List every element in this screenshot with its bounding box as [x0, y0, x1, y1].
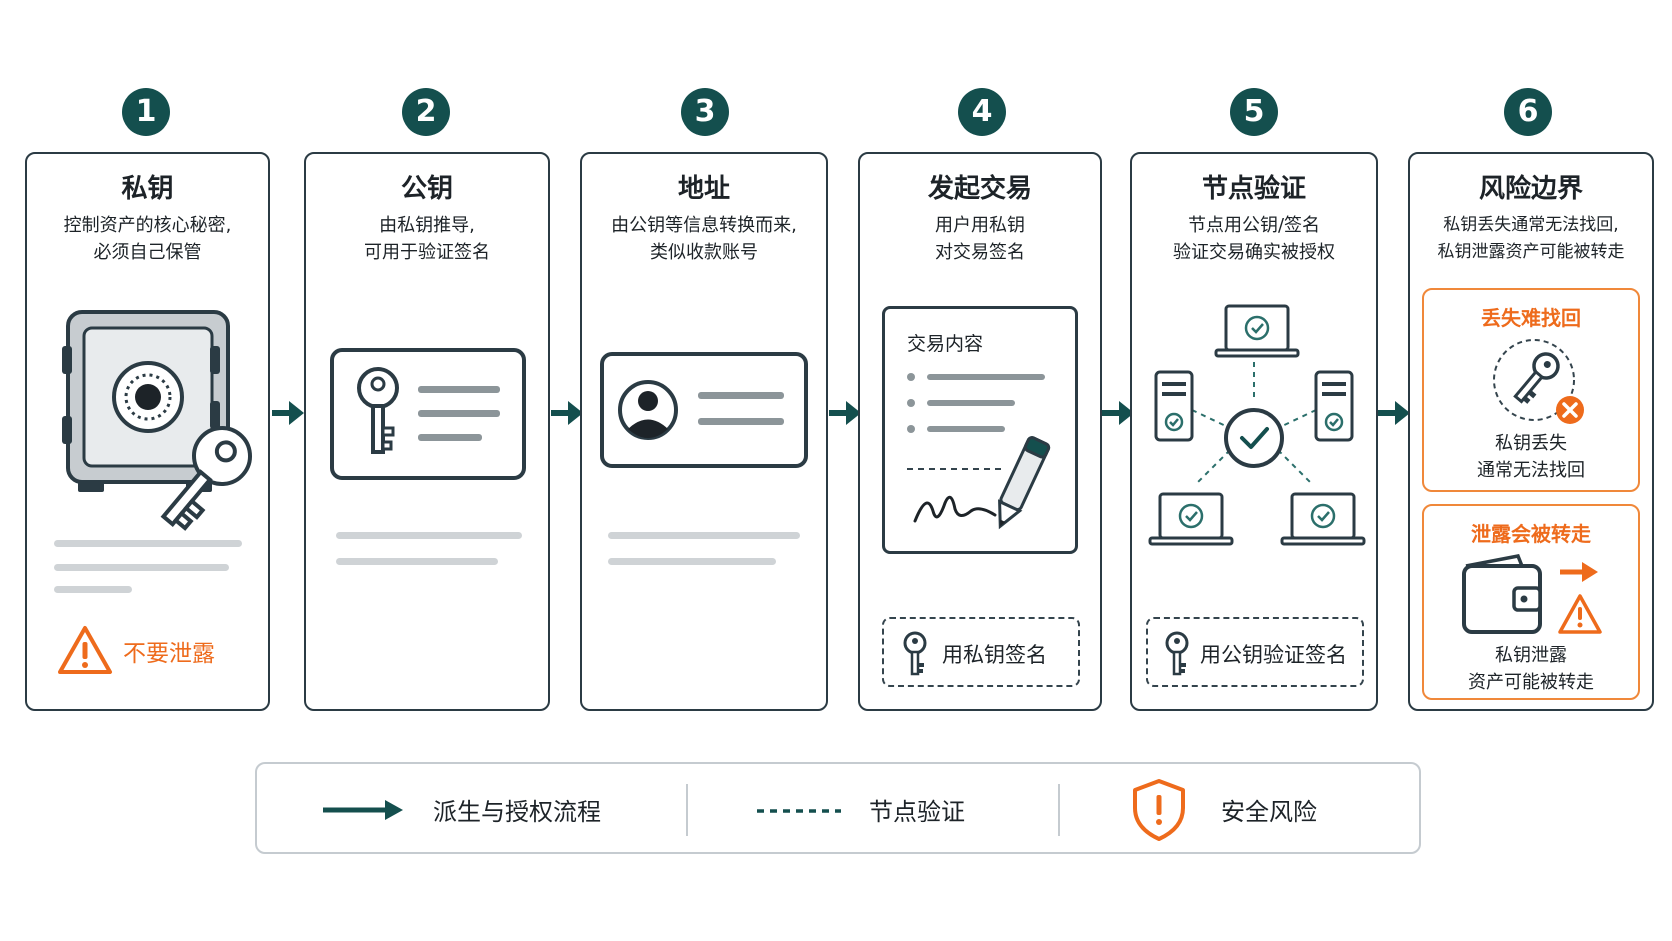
- shield-warning-icon: [1133, 779, 1185, 841]
- key-icon: [1513, 352, 1560, 404]
- step-number-5: 5: [1230, 88, 1278, 136]
- card-description: 由私钥推导, 可用于验证签名: [312, 212, 542, 266]
- transaction-document: 交易内容: [882, 306, 1078, 554]
- arrow-right-icon: [272, 401, 304, 425]
- card-title: 私钥: [121, 174, 174, 204]
- legend: 派生与授权流程 节点验证 安全风险: [255, 762, 1421, 854]
- legend-flow-label: 派生与授权流程: [433, 798, 601, 826]
- risk-lost-box: 丢失难找回 私钥丢失 通常无法找回: [1422, 288, 1640, 492]
- arrow-right-icon: [1378, 401, 1410, 425]
- arrow-right-icon: [1102, 401, 1134, 425]
- step-number-4: 4: [958, 88, 1006, 136]
- server-icon: [1154, 370, 1194, 442]
- desc-line-1: 由公钥等信息转换而来,: [611, 215, 797, 236]
- card-private-key: 私钥 控制资产的核心秘密, 必须自己保管 不要泄露: [25, 152, 270, 711]
- warning-icon: [1558, 594, 1602, 634]
- server-icon: [1314, 370, 1354, 442]
- arrow-right-icon: [551, 401, 583, 425]
- legend-flow-arrow-icon: [323, 800, 403, 820]
- desc-line-1: 由私钥推导,: [379, 215, 475, 236]
- sign-label: 用私钥签名: [942, 643, 1047, 667]
- legend-verify-label: 节点验证: [869, 798, 965, 826]
- risk-leak-desc: 私钥泄露 资产可能被转走: [1424, 642, 1638, 696]
- key-icon: [160, 426, 252, 531]
- card-description: 节点用公钥/签名 验证交易确实被授权: [1138, 212, 1370, 266]
- desc-line-2: 必须自己保管: [93, 242, 202, 263]
- card-risk-boundary: 风险边界 私钥丢失通常无法找回, 私钥泄露资产可能被转走 丢失难找回 私钥丢失 …: [1408, 152, 1654, 711]
- card-title: 风险边界: [1478, 174, 1583, 204]
- pen-icon: [998, 436, 1051, 530]
- card-description: 私钥丢失通常无法找回, 私钥泄露资产可能被转走: [1416, 212, 1646, 266]
- laptop-icon: [1148, 492, 1234, 546]
- desc-line-1: 控制资产的核心秘密,: [63, 215, 232, 236]
- desc-line-2: 资产可能被转走: [1468, 672, 1594, 693]
- risk-leak-title: 泄露会被转走: [1471, 522, 1591, 546]
- card-address: 地址 由公钥等信息转换而来, 类似收款账号: [580, 152, 828, 711]
- legend-separator: [1058, 784, 1060, 836]
- card-title: 节点验证: [1201, 174, 1306, 204]
- step-number-2: 2: [402, 88, 450, 136]
- verify-label: 用公钥验证签名: [1200, 643, 1347, 667]
- card-title: 公钥: [400, 174, 453, 204]
- card-description: 用户用私钥 对交易签名: [866, 212, 1094, 266]
- safe-icon: [62, 310, 252, 531]
- document-icon: [907, 373, 1051, 530]
- card-initiate-transaction: 发起交易 用户用私钥 对交易签名 交易内容 用私钥签名: [858, 152, 1102, 711]
- checkmark-icon: [1224, 408, 1284, 468]
- desc-line-2: 对交易签名: [935, 242, 1025, 263]
- card-description: 由公钥等信息转换而来, 类似收款账号: [588, 212, 820, 266]
- step-number-1: 1: [122, 88, 170, 136]
- desc-line-2: 类似收款账号: [650, 242, 758, 263]
- step-number-3: 3: [681, 88, 729, 136]
- risk-lost-desc: 私钥丢失 通常无法找回: [1424, 430, 1638, 484]
- id-card-icon: [600, 352, 808, 468]
- lost-key-icon: [1493, 339, 1584, 424]
- laptop-icon: [1280, 492, 1366, 546]
- legend-separator: [686, 784, 688, 836]
- node-network-icon: [1148, 304, 1366, 546]
- key-icon: [903, 631, 927, 676]
- card-node-verification: 节点验证 节点用公钥/签名 验证交易确实被授权: [1130, 152, 1378, 711]
- key-icon: [357, 367, 399, 454]
- desc-line-2: 私钥泄露资产可能被转走: [1437, 242, 1625, 262]
- desc-line-1: 节点用公钥/签名: [1187, 215, 1321, 236]
- legend-dashed-line-icon: [757, 809, 841, 813]
- key-icon: [1165, 631, 1189, 676]
- desc-line-2: 验证交易确实被授权: [1173, 242, 1335, 263]
- card-description: 控制资产的核心秘密, 必须自己保管: [33, 212, 262, 266]
- warning-icon: [58, 626, 112, 674]
- wallet-icon: [1462, 554, 1602, 634]
- verify-with-public-key-box: 用公钥验证签名: [1146, 617, 1364, 687]
- desc-line-1: 私钥丢失通常无法找回,: [1443, 215, 1619, 235]
- card-title: 发起交易: [927, 174, 1032, 204]
- desc-line-2: 可用于验证签名: [364, 242, 490, 263]
- risk-lost-title: 丢失难找回: [1481, 306, 1581, 330]
- key-card-icon: [330, 348, 526, 480]
- document-title: 交易内容: [907, 333, 984, 355]
- warning-label: 不要泄露: [123, 641, 215, 667]
- risk-leak-box: 泄露会被转走 私钥泄露 资产可能被转走: [1422, 504, 1640, 700]
- arrow-right-icon: [829, 401, 861, 425]
- sign-with-private-key-box: 用私钥签名: [882, 617, 1080, 687]
- card-title: 地址: [677, 174, 730, 204]
- arrow-right-icon: [1560, 562, 1598, 582]
- card-public-key: 公钥 由私钥推导, 可用于验证签名: [304, 152, 550, 711]
- step-number-6: 6: [1504, 88, 1552, 136]
- desc-line-1: 私钥泄露: [1495, 645, 1567, 666]
- desc-line-2: 通常无法找回: [1477, 460, 1585, 481]
- desc-line-1: 私钥丢失: [1495, 433, 1567, 454]
- desc-line-1: 用户用私钥: [935, 215, 1025, 236]
- user-avatar-icon: [618, 380, 678, 440]
- laptop-icon: [1214, 304, 1300, 358]
- legend-risk-label: 安全风险: [1221, 798, 1317, 826]
